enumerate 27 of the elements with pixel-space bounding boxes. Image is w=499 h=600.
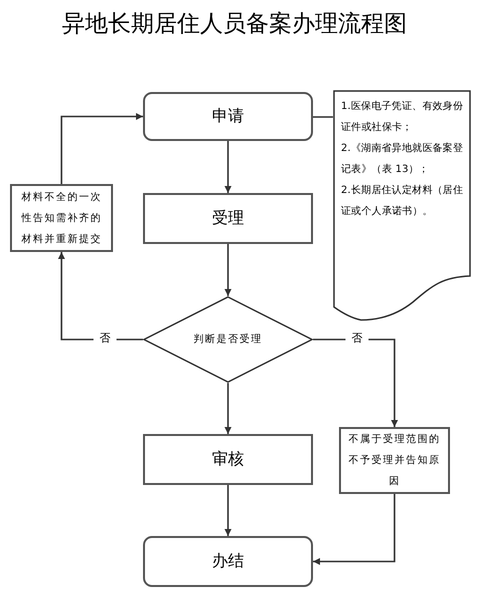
arrow bbox=[313, 494, 396, 565]
process-box bbox=[143, 193, 313, 244]
arrow bbox=[224, 141, 232, 193]
arrow bbox=[224, 383, 232, 434]
node-text: 申请 bbox=[212, 106, 244, 127]
list-item: 1.医保电子凭证、有效身份证件或社保卡； bbox=[341, 100, 464, 135]
start-box bbox=[143, 92, 313, 141]
end-box bbox=[143, 536, 313, 587]
arrow bbox=[60, 113, 143, 184]
node-text: 审核 bbox=[212, 449, 244, 470]
process-box bbox=[143, 434, 313, 485]
arrow bbox=[58, 252, 143, 340]
arrow bbox=[224, 244, 232, 296]
node-text: 办结 bbox=[212, 551, 244, 572]
node-text: 判断是否受理 bbox=[194, 332, 262, 347]
arrow bbox=[313, 338, 398, 427]
process-box bbox=[339, 427, 450, 494]
node-text: 不属于受理范围的不予受理并告知原因 bbox=[348, 432, 442, 489]
list-item: 2.《湖南省异地就医备案登记表》（表 13）； bbox=[341, 142, 464, 177]
list-item: 2.长期居住认定材料（居住证或个人承诺书）。 bbox=[341, 184, 464, 219]
arrow bbox=[224, 485, 232, 536]
document-shape bbox=[333, 90, 471, 323]
decision-diamond bbox=[143, 296, 313, 383]
node-text: 材料不全的一次性告知需补齐的材料并重新提交 bbox=[20, 190, 103, 246]
process-box bbox=[10, 184, 113, 252]
node-text: 受理 bbox=[212, 208, 244, 229]
diagram-title: 异地长期居住人员备案办理流程图 bbox=[62, 10, 407, 39]
